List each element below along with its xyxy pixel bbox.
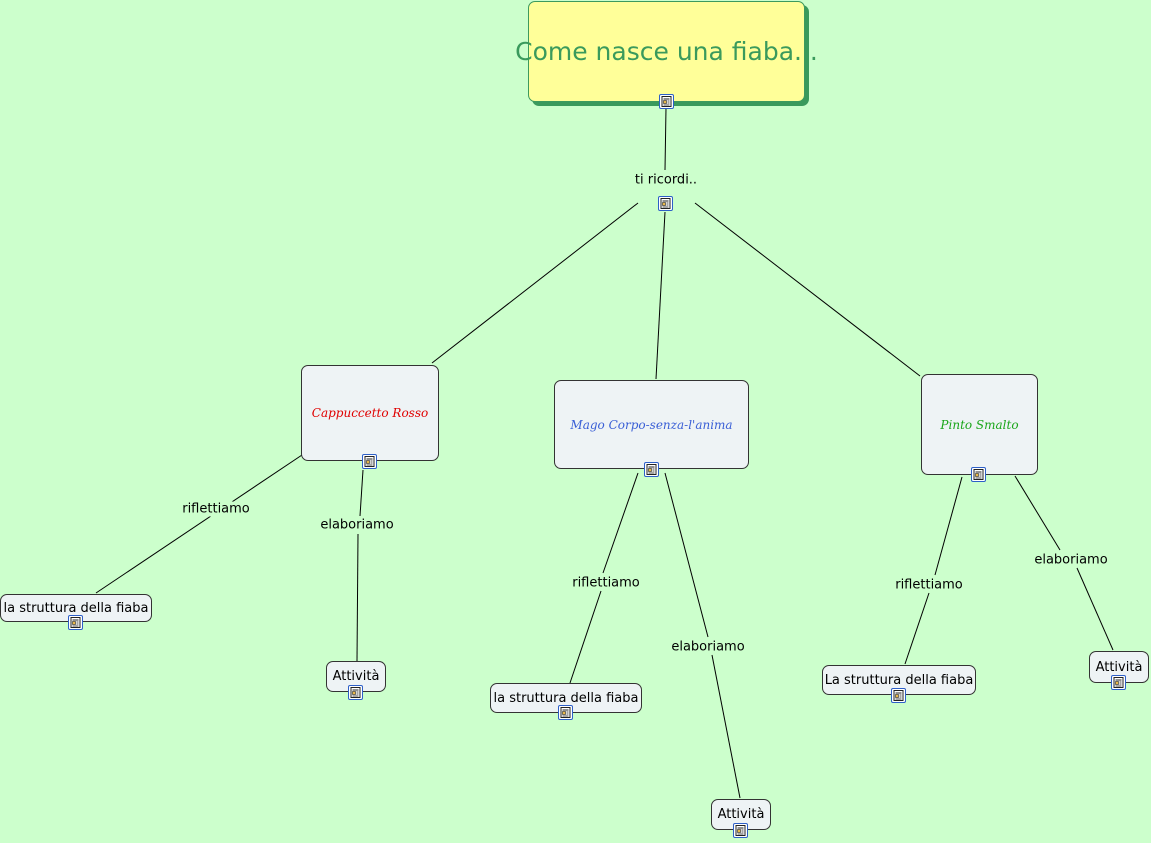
link-mago-elaboriamo-b	[711, 654, 741, 799]
document-icon[interactable]	[68, 615, 83, 630]
root-title: Come nasce una fiaba...	[515, 37, 818, 66]
document-icon[interactable]	[644, 462, 659, 477]
link-cappuccetto-elaboriamo-a	[359, 469, 364, 517]
link-pinto-elaboriamo-a	[1014, 475, 1061, 551]
link-pinto-elaboriamo-b	[1076, 567, 1114, 651]
leaf-label: Attività	[717, 807, 765, 822]
link-mago-elaboriamo-a	[664, 472, 709, 638]
leaf-label: Attività	[332, 669, 380, 684]
link-label-ti-ricordi: ti ricordi..	[632, 172, 700, 188]
document-icon[interactable]	[658, 196, 673, 211]
link-mago-riflettiamo-a	[602, 472, 639, 574]
story-title: Cappuccetto Rosso	[311, 406, 429, 420]
leaf-struttura-della-fiaba[interactable]: la struttura della fiaba	[0, 594, 152, 622]
story-node-pinto-smalto[interactable]: Pinto Smalto	[921, 374, 1038, 475]
leaf-label: Attività	[1095, 659, 1143, 675]
story-node-mago-corpo-senza-l-anima[interactable]: Mago Corpo-senza-l'anima	[554, 380, 749, 469]
story-title: Pinto Smalto	[940, 417, 1019, 432]
link-pinto-riflettiamo-a	[934, 476, 963, 576]
link-label-riflettiamo: riflettiamo	[180, 501, 252, 517]
link-label-riflettiamo: riflettiamo	[570, 575, 642, 591]
link-pinto-riflettiamo-b	[904, 592, 930, 665]
leaf-label: La struttura della fiaba	[824, 672, 974, 688]
document-icon[interactable]	[891, 688, 906, 703]
link-label-riflettiamo: riflettiamo	[893, 577, 965, 593]
document-icon[interactable]	[362, 454, 377, 469]
story-title: Mago Corpo-senza-l'anima	[570, 417, 733, 432]
link-root-to-ti-ricordi	[664, 107, 667, 171]
document-icon[interactable]	[733, 823, 748, 838]
root-concept[interactable]: Come nasce una fiaba...	[515, 1, 818, 102]
leaf-label: la struttura della fiaba	[493, 690, 639, 706]
link-cappuccetto-elaboriamo-b	[356, 533, 359, 662]
link-ti-ricordi-to-cappuccetto	[431, 202, 639, 364]
document-icon[interactable]	[1111, 675, 1126, 690]
document-icon[interactable]	[971, 467, 986, 482]
document-icon[interactable]	[558, 705, 573, 720]
link-label-elaboriamo: elaboriamo	[669, 639, 747, 655]
link-cappuccetto-riflettiamo	[95, 454, 303, 594]
link-ti-ricordi-to-mago	[655, 211, 666, 380]
link-mago-riflettiamo-b	[569, 590, 602, 684]
link-label-elaboriamo: elaboriamo	[1032, 552, 1110, 568]
link-label-elaboriamo: elaboriamo	[318, 517, 396, 533]
document-icon[interactable]	[659, 94, 674, 109]
leaf-label: la struttura della fiaba	[3, 600, 149, 616]
link-ti-ricordi-to-pinto	[694, 202, 921, 377]
story-node-cappuccetto-rosso[interactable]: Cappuccetto Rosso	[301, 365, 439, 461]
document-icon[interactable]	[348, 685, 363, 700]
